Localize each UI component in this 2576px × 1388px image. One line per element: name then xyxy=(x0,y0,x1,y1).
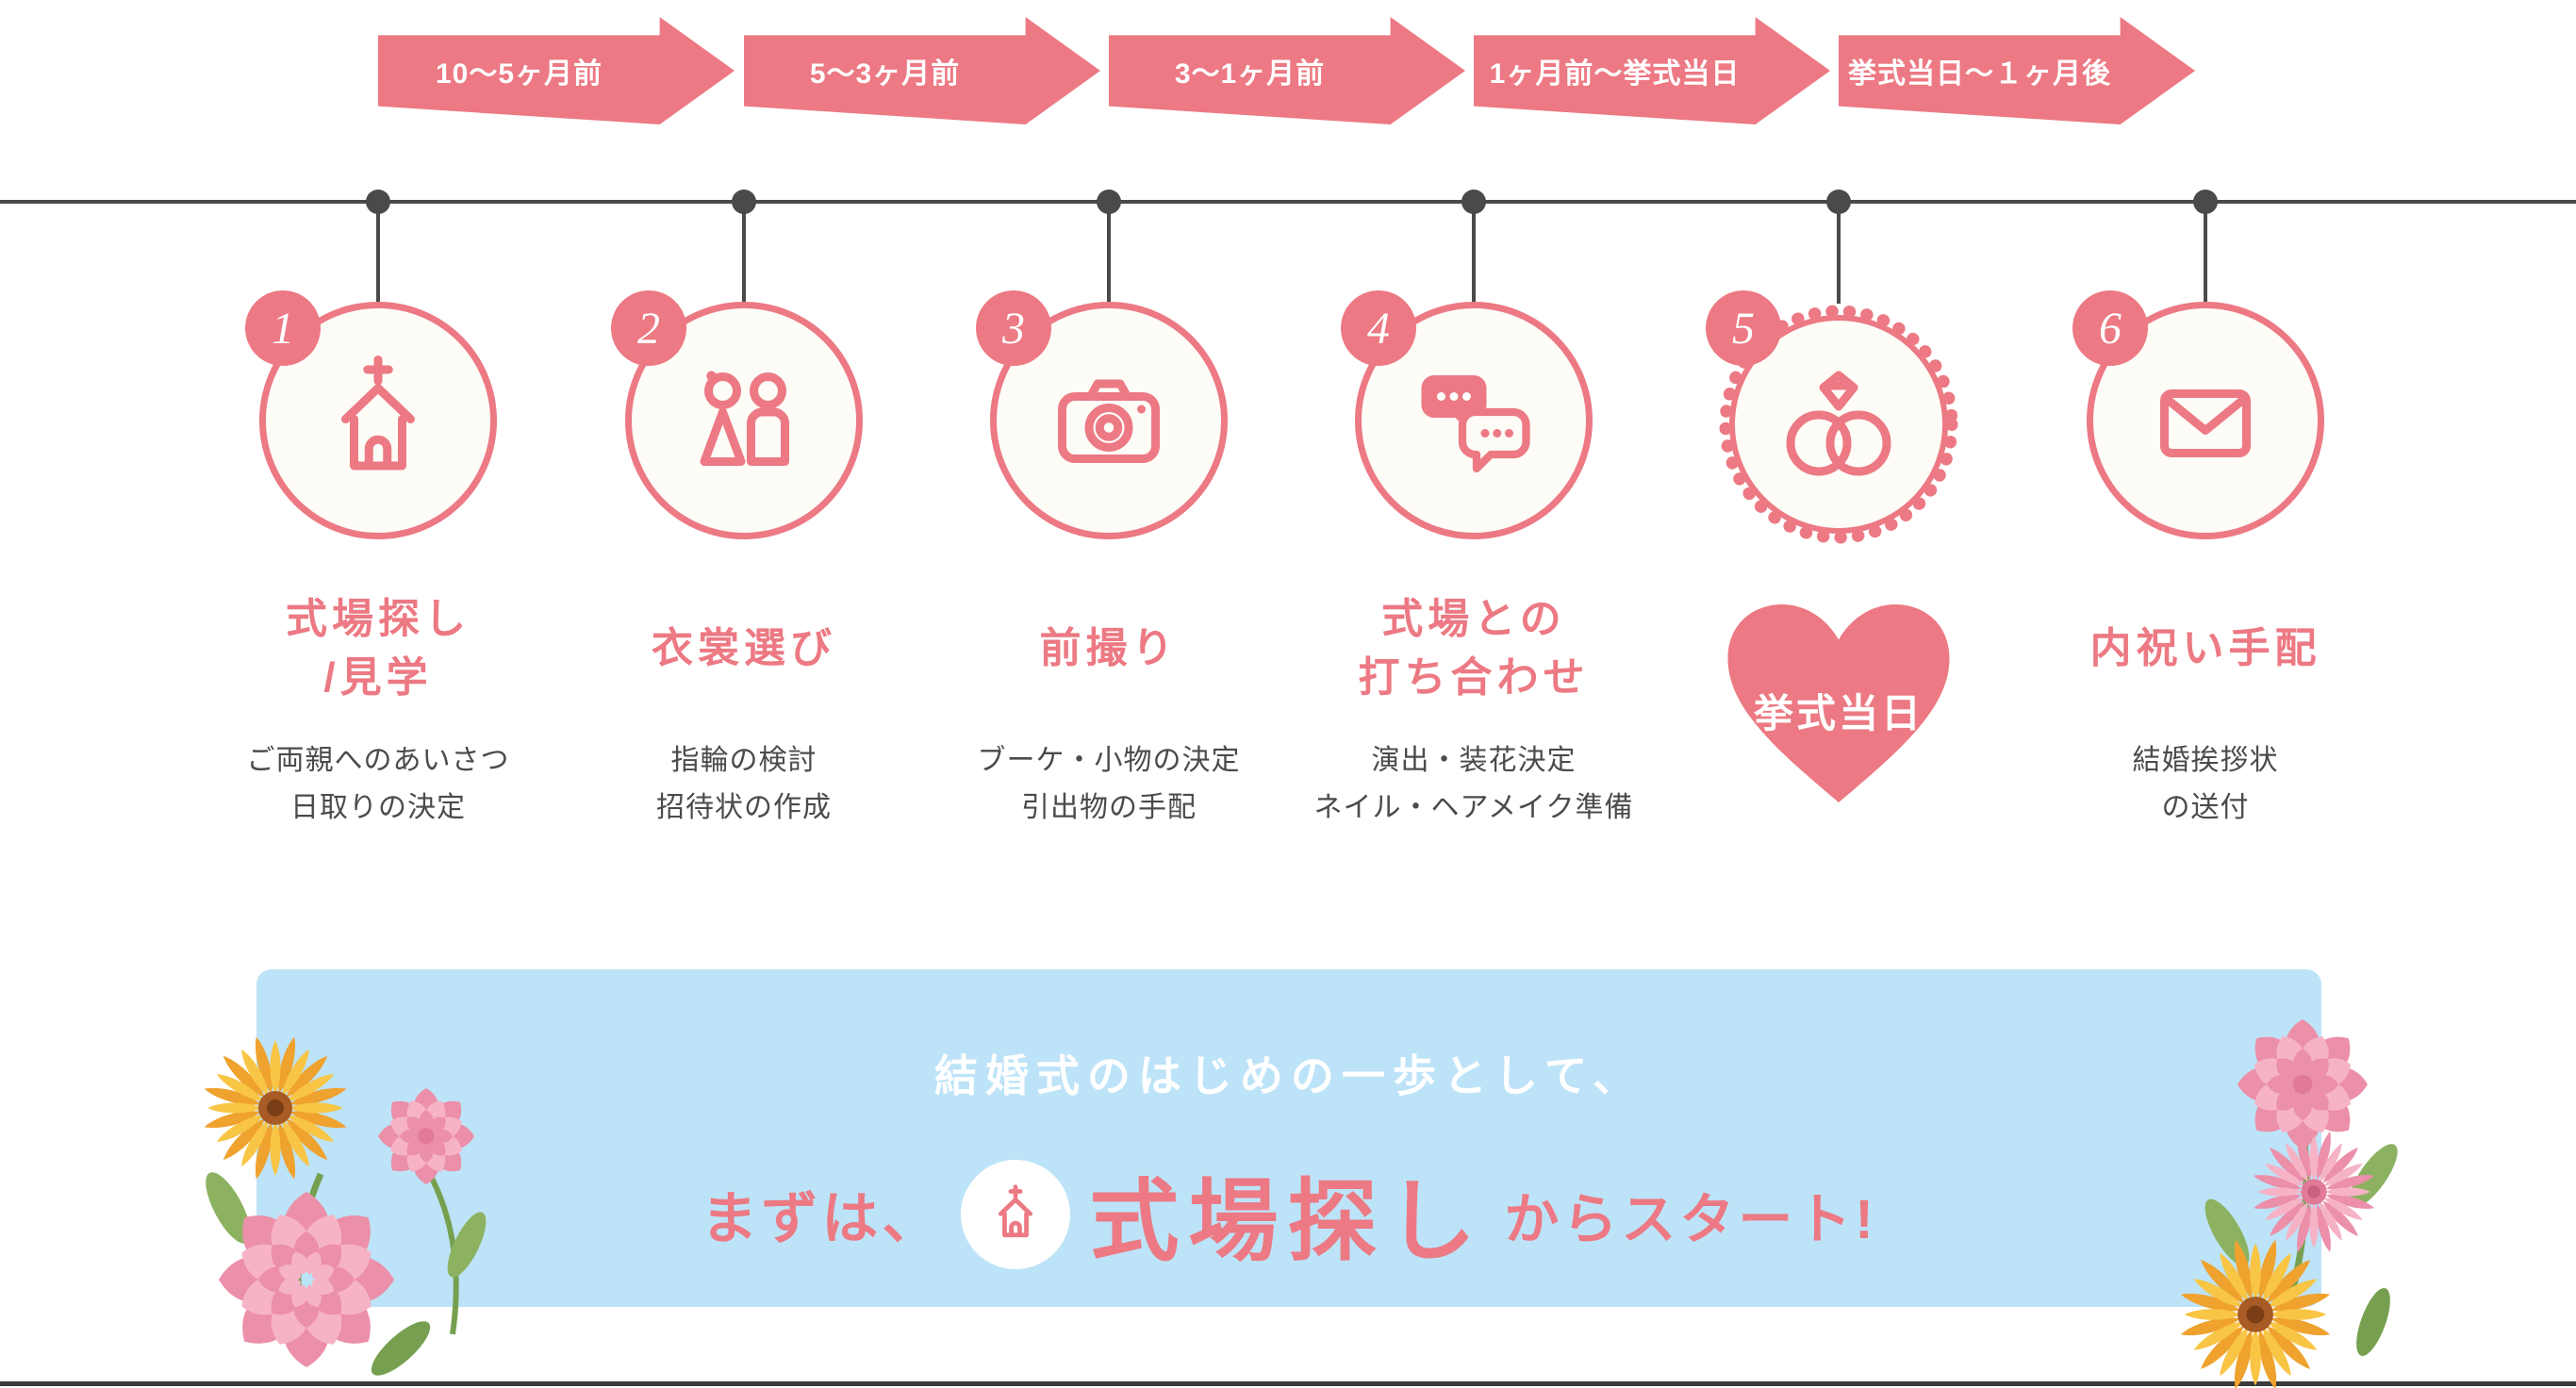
step-description-line: の送付 xyxy=(2161,792,2250,823)
step-description-line: 演出・装花決定 xyxy=(1371,745,1577,776)
step-title: 衣裳選び xyxy=(527,583,961,715)
step-description-line: 招待状の作成 xyxy=(656,792,832,823)
step-description-line: ご両親へのあいさつ xyxy=(246,745,510,776)
step-number-badge: 3 xyxy=(976,290,1051,366)
bottom-divider xyxy=(0,1381,2576,1386)
yellow-gerbera-flower xyxy=(185,1023,365,1198)
pink-carnation-flower xyxy=(2235,1016,2370,1152)
step-number: 5 xyxy=(1732,303,1755,354)
step-title: 内祝い手配 xyxy=(1989,583,2422,715)
timeline-connector xyxy=(1107,202,1111,304)
step-title-line: /見学 xyxy=(323,654,433,701)
yellow-gerbera-flower xyxy=(2161,1220,2350,1388)
envelope-icon xyxy=(2160,389,2251,457)
timeline-connector xyxy=(742,202,746,304)
timeline-connector xyxy=(2204,202,2207,304)
step-description-line: 結婚挨拶状 xyxy=(2132,745,2279,776)
phase-arrow-label: 10〜5ヶ月前 xyxy=(435,58,603,90)
step-title-line: 内祝い手配 xyxy=(2089,625,2321,671)
timeline-connector xyxy=(1837,202,1841,304)
step-description-line: ネイル・ヘアメイク準備 xyxy=(1313,792,1634,823)
step-title: 式場探し /見学 xyxy=(161,583,595,715)
church-icon xyxy=(999,1183,1033,1237)
cta-banner: 結婚式のはじめの一歩として、 まずは、 式場探し からスタート! xyxy=(256,969,2321,1307)
pink-gerbera-flower xyxy=(2237,1115,2390,1268)
phase-arrow-2: 5〜3ヶ月前 xyxy=(744,17,1100,124)
wedding-rings-stamp-circle xyxy=(1719,305,1958,544)
step-description: ご両親へのあいさつ 日取りの決定 xyxy=(161,737,595,832)
timeline-connector xyxy=(376,202,380,304)
flower-illustration-left xyxy=(179,1023,487,1376)
timeline-connector xyxy=(1472,202,1476,304)
timeline-track xyxy=(0,200,2576,204)
step-number-badge: 1 xyxy=(245,290,321,366)
wedding-day-heart: 挙式当日 xyxy=(1721,600,1957,815)
wedding-rings-icon xyxy=(1786,371,1891,476)
step-title: 式場との 打ち合わせ xyxy=(1257,583,1691,715)
phase-arrow-label: 3〜1ヶ月前 xyxy=(1174,58,1326,90)
step-description-line: ブーケ・小物の決定 xyxy=(977,745,1241,776)
camera-icon xyxy=(1058,379,1160,463)
heart-shape xyxy=(1727,604,1950,802)
step-description: 指輪の検討 招待状の作成 xyxy=(527,737,961,832)
phase-arrow-3: 3〜1ヶ月前 xyxy=(1109,17,1465,124)
phase-arrow-5: 挙式当日〜１ヶ月後 xyxy=(1839,17,2195,124)
banner-highlight-text: 式場探し xyxy=(1089,1172,1486,1272)
phase-arrow-4: 1ヶ月前〜挙式当日 xyxy=(1474,17,1830,124)
step-number: 1 xyxy=(272,303,294,354)
step-description-line: 引出物の手配 xyxy=(1021,792,1197,823)
step-number-badge: 2 xyxy=(611,290,686,366)
step-number: 3 xyxy=(1002,303,1025,354)
phase-arrow-1: 10〜5ヶ月前 xyxy=(378,17,735,124)
phase-arrow-label: 5〜3ヶ月前 xyxy=(809,58,961,90)
step-title-line: 前撮り xyxy=(1039,625,1179,671)
step-number-badge: 4 xyxy=(1341,290,1416,366)
step-title: 前撮り xyxy=(892,583,1326,715)
step-number: 4 xyxy=(1367,303,1390,354)
step-title-line: 式場との xyxy=(1381,596,1566,642)
step-description: 演出・装花決定 ネイル・ヘアメイク準備 xyxy=(1257,737,1691,832)
step-description: ブーケ・小物の決定 引出物の手配 xyxy=(892,737,1326,832)
banner-tail-text: からスタート! xyxy=(1504,1188,1877,1250)
step-icon-circle xyxy=(259,302,497,539)
flower-illustration-right xyxy=(2161,1011,2398,1388)
step-title-line: 式場探し xyxy=(286,596,471,642)
step-number-badge: 5 xyxy=(1706,290,1781,366)
pink-carnation-flower xyxy=(376,1086,477,1187)
wedding-day-label: 挙式当日 xyxy=(1753,690,1924,735)
banner-lead-text: まずは、 xyxy=(701,1187,943,1250)
step-title-line: 打ち合わせ xyxy=(1358,654,1590,701)
phase-arrow-label: 1ヶ月前〜挙式当日 xyxy=(1489,58,1741,90)
step-number: 2 xyxy=(637,303,660,354)
church-icon xyxy=(341,355,415,471)
step-number: 6 xyxy=(2099,303,2122,354)
step-title-line: 衣裳選び xyxy=(652,625,836,671)
bride-groom-icon xyxy=(700,371,789,466)
step-description-line: 日取りの決定 xyxy=(290,792,466,823)
step-number-badge: 6 xyxy=(2072,290,2148,366)
banner-church-badge xyxy=(961,1159,1071,1269)
chat-bubbles-icon xyxy=(1421,375,1530,473)
step-description: 結婚挨拶状 の送付 xyxy=(1989,737,2422,832)
phase-arrow-label: 挙式当日〜１ヶ月後 xyxy=(1848,58,2111,90)
banner-main-line: まずは、 式場探し からスタート! xyxy=(256,1150,2321,1278)
step-description-line: 指輪の検討 xyxy=(670,745,817,776)
banner-intro-text: 結婚式のはじめの一歩として、 xyxy=(933,1051,1644,1100)
